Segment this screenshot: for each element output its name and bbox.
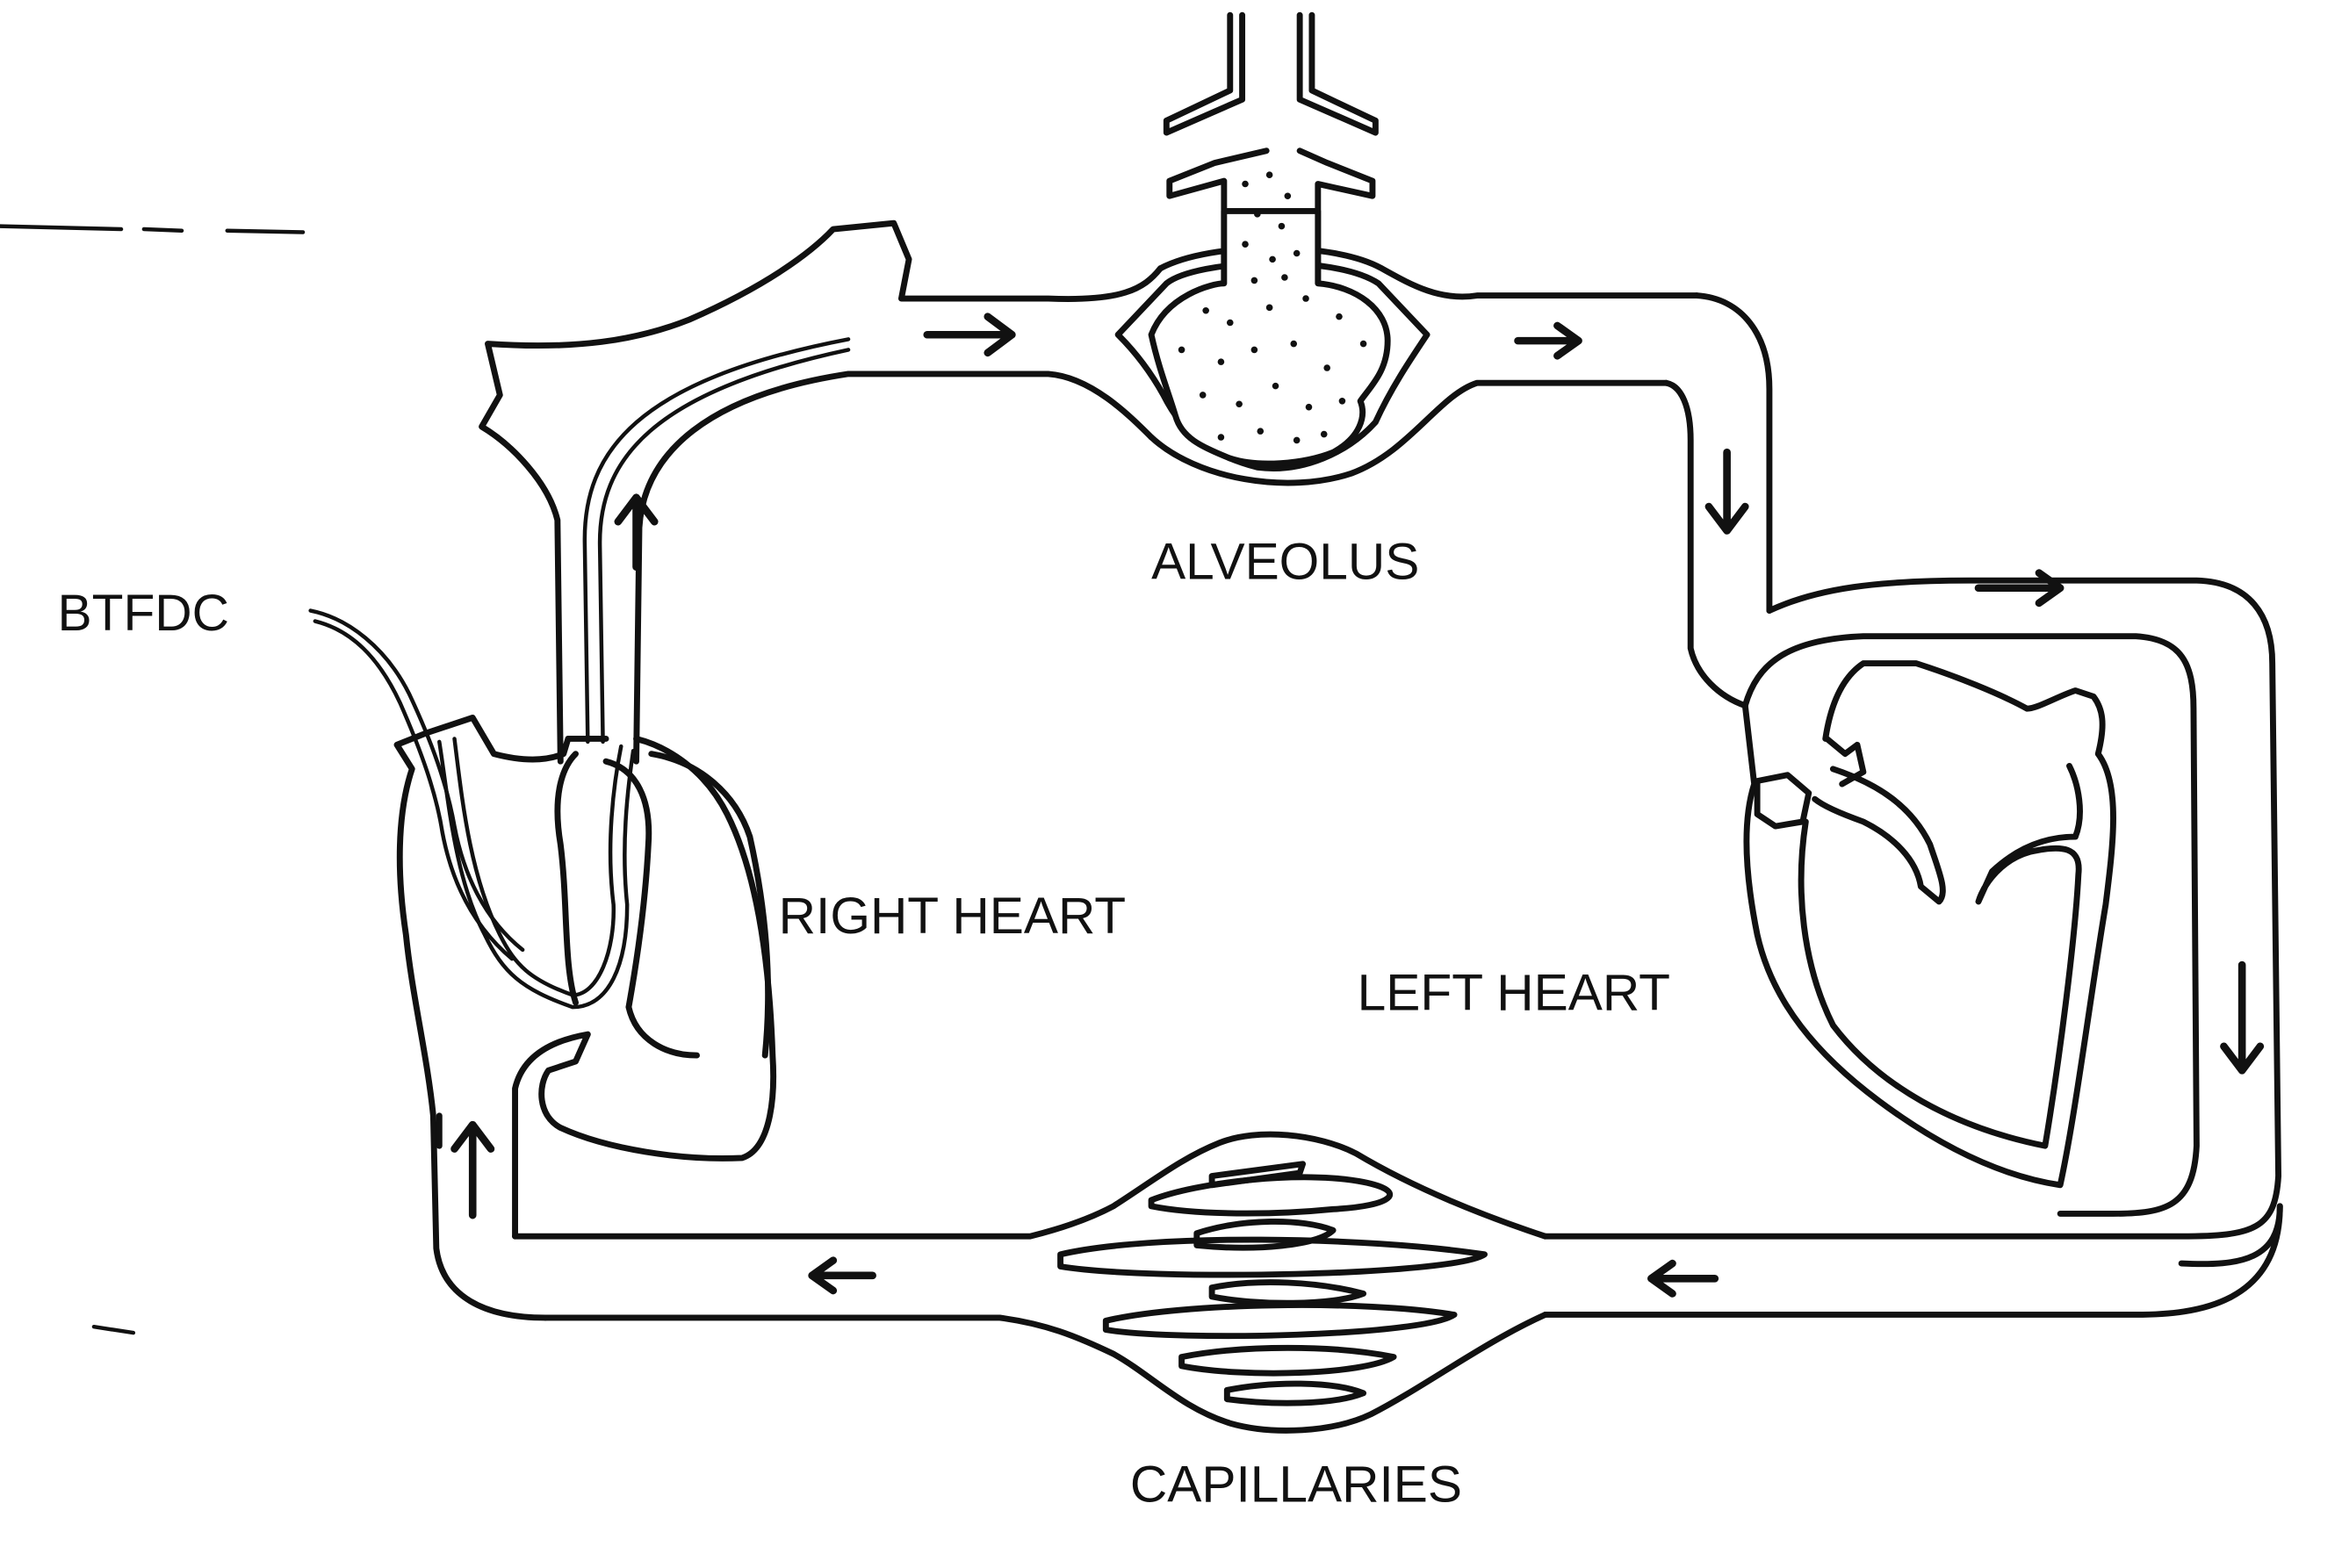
- scan-marks: [0, 224, 306, 1335]
- pulmonary-artery: [479, 219, 1164, 765]
- arrow-right-icon: [1974, 569, 2065, 608]
- label-right-heart: RIGHT HEART: [779, 888, 1126, 945]
- capillary-loops: [1057, 1161, 1488, 1406]
- alveolus-particles: [1178, 171, 1367, 444]
- trachea: [1163, 11, 1379, 287]
- label-left-heart: LEFT HEART: [1358, 965, 1670, 1022]
- arrow-left-icon: [808, 1256, 876, 1295]
- label-alveolus: ALVEOLUS: [1151, 534, 1419, 591]
- arrow-right-icon: [1514, 321, 1582, 360]
- arrow-up-icon: [450, 1120, 495, 1219]
- arrow-down-icon: [2220, 960, 2265, 1075]
- arrow-right-icon: [923, 313, 1016, 357]
- arrow-left-icon: [1647, 1259, 1719, 1298]
- alveolus: [1114, 171, 1700, 486]
- flow-arrows: [450, 313, 2265, 1298]
- systemic-circuit: [512, 1131, 2283, 1434]
- arrow-down-icon: [1704, 448, 1749, 535]
- label-btfdc: BTFDC: [58, 585, 229, 642]
- btfdc-catheter: [308, 608, 525, 961]
- label-capillaries: CAPILLARIES: [1130, 1457, 1462, 1514]
- left-heart: [1542, 577, 2281, 1240]
- arrow-up-icon: [614, 493, 659, 572]
- right-heart: [393, 715, 777, 1321]
- pulmonary-vein: [1663, 292, 1773, 709]
